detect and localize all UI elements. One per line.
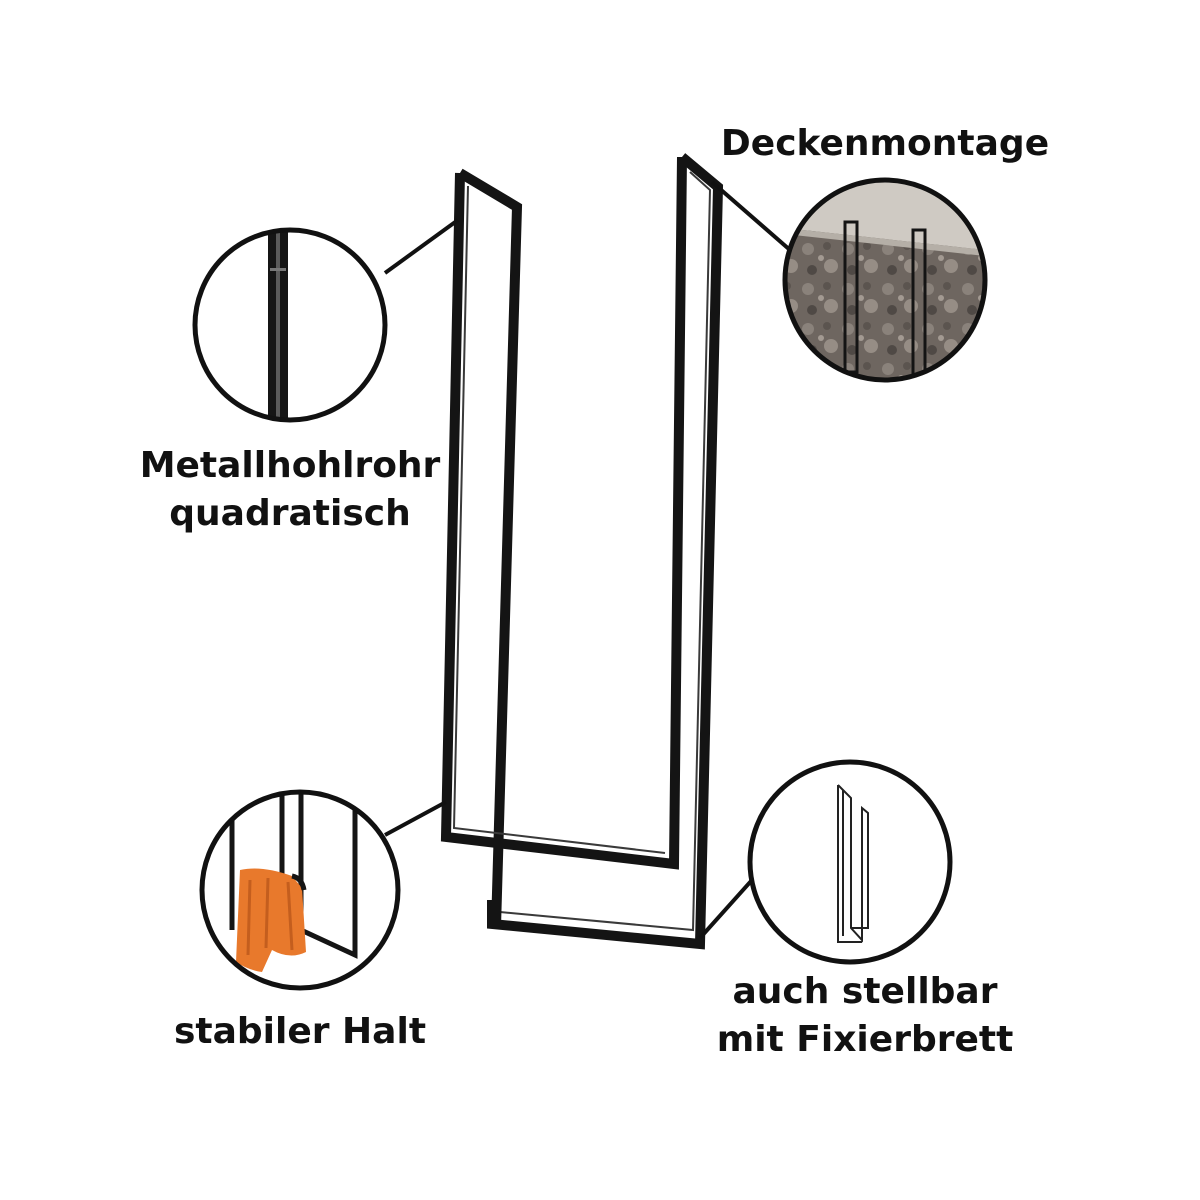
standing-label-line2: mit Fixierbrett <box>716 1019 1014 1060</box>
connector-tube <box>383 218 460 275</box>
square-tube-closeup <box>192 227 388 423</box>
stable-hold-callout <box>199 789 401 991</box>
tube-closeup-callout <box>192 227 388 423</box>
towel-rack-frames <box>440 153 724 950</box>
stable-hold-text: stabiler Halt <box>173 1011 427 1052</box>
tube-label-line2: quadratisch <box>169 493 411 534</box>
ceiling-mount-photo <box>782 177 988 383</box>
tube-label: Metallhohlrohr quadratisch <box>110 442 470 538</box>
tube-label-line1: Metallhohlrohr <box>139 445 441 486</box>
front-frame <box>440 156 687 928</box>
stable-hold-label: stabiler Halt <box>140 1008 460 1056</box>
connector-standing <box>698 878 754 940</box>
connector-stable <box>384 800 447 837</box>
connector-ceiling <box>710 180 792 252</box>
towel-on-rail-photo <box>199 789 401 991</box>
standing-label: auch stellbar mit Fixierbrett <box>680 968 1050 1064</box>
standing-label-line1: auch stellbar <box>732 971 998 1012</box>
ceiling-mount-label: Deckenmontage <box>700 120 1070 168</box>
ceiling-mount-text: Deckenmontage <box>720 123 1050 164</box>
ceiling-mount-callout <box>782 177 988 383</box>
standing-callout <box>747 759 953 965</box>
callout-connectors <box>383 180 792 940</box>
standing-frame-sketch <box>747 759 953 965</box>
